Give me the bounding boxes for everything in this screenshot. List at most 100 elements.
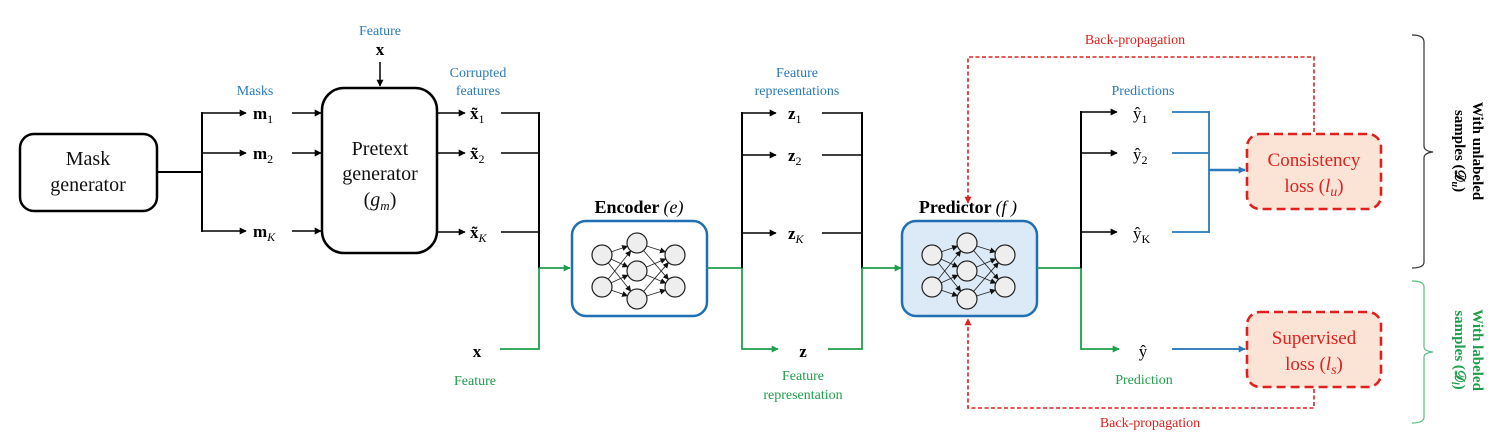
corrupted-var-1: x̃1 [470,104,485,126]
nn-edge [973,262,999,292]
corrupted-label-2: features [456,84,500,99]
consistency-loss-box [1245,132,1383,211]
prediction-var-1: ŷ1 [1133,104,1148,126]
nn-node [956,232,978,254]
nn-edge [611,289,629,297]
prediction-var-2: ŷ2 [1133,145,1148,167]
representation-vars: z1 z2 zK [788,104,805,246]
nn-edge [646,258,667,268]
representation-var-1: z1 [788,104,802,126]
representations-label-1: Feature [776,66,818,81]
nn-edge [937,262,962,292]
labeled-prediction-label: Prediction [1115,373,1173,388]
nn-edge [610,258,629,268]
unlabeled-brace: With unlabeled samples (𝒟u) [1411,34,1485,269]
nn-edge [643,262,669,292]
mask-var-K: mK [253,222,276,244]
nn-edge [973,250,999,280]
nn-edge [940,258,959,268]
labeled-group-label: With labeled samples (𝒟l) [1449,309,1485,391]
supervised-loss-label-1: Supervised [1272,328,1357,349]
nn-node [626,260,648,282]
predictions-to-consistency-wires [1172,111,1246,233]
mask-generator-label-2: generator [50,174,126,196]
supervised-loss-box [1245,310,1383,389]
pretext-label-2: generator [342,163,418,185]
nn-edge [646,274,667,284]
nn-edge [611,245,629,253]
nn-edge [976,258,997,268]
predictions-label: Predictions [1112,84,1175,99]
nn-edge [976,245,997,254]
nn-edge [607,250,632,280]
mask-var-2: m2 [253,144,273,166]
pretext-label-3: (gm) [364,189,397,213]
nn-edge [937,250,962,280]
corrupted-vars: x̃1 x̃2 x̃K [470,104,488,245]
labeled-feature-label: Feature [454,374,496,389]
top-feature-var: x [376,40,385,59]
brace-icon [1411,280,1434,424]
nn-edge [940,274,959,284]
top-feature-label: Feature [359,24,401,39]
pretext-generator-box [320,86,439,255]
labeled-prediction-var: ŷ [1139,342,1148,361]
brace-icon [1411,34,1434,269]
mask-generator-box [18,132,159,213]
representations-label-2: representations [755,84,840,99]
nn-edge [941,245,959,253]
labeled-feature-wire [500,268,540,350]
nn-node [664,244,686,266]
nn-edge [976,288,997,297]
labeled-representation-label-1: Feature [782,369,824,384]
nn-edge [607,262,632,292]
prediction-fanout-wires [1080,108,1118,269]
consistency-loss-label-1: Consistency [1268,150,1361,171]
pretext-to-corrupted-arrows [437,109,466,236]
nn-node [921,276,943,298]
corrupted-label-1: Corrupted [450,66,507,81]
labeled-label-1: With labeled [1469,309,1485,391]
nn-node [921,244,943,266]
mask-var-1: m1 [253,104,273,126]
pretext-generator-block: Pretext generator (gm) [320,86,439,255]
pretext-label-1: Pretext [352,138,409,160]
nn-node [956,288,978,310]
unlabeled-label-2: samples (𝒟u) [1449,110,1467,192]
prediction-var-K: ŷK [1133,224,1151,246]
labeled-brace: With labeled samples (𝒟l) [1411,280,1485,424]
nn-node [591,244,613,266]
nn-edge [941,289,959,297]
unlabeled-group-label: With unlabeled samples (𝒟u) [1449,102,1485,201]
encoder-title: Encoder(e) [595,197,684,218]
representation-merge-wires [822,112,863,269]
mask-vars: m1 m2 mK [253,104,276,244]
labeled-representation-wire [828,268,863,350]
mask-generator-label-1: Mask [66,148,110,170]
nn-node [664,276,686,298]
nn-node [591,276,613,298]
nn-edge [976,274,997,284]
labeled-feature-var: x [473,342,482,361]
nn-edge [646,288,667,297]
backprop-bottom-arrow [964,318,1315,409]
unlabeled-label-1: With unlabeled [1469,102,1485,201]
predictor-title: Predictor(f ) [919,197,1017,218]
nn-edge [610,274,629,284]
nn-edge [643,250,669,280]
representation-var-2: z2 [788,146,802,168]
labeled-representation-arrow [741,268,779,353]
labeled-representation-label-2: representation [763,388,842,403]
backprop-top-arrow [964,56,1315,204]
labeled-label-2: samples (𝒟l) [1449,310,1467,389]
backprop-bottom-label: Back-propagation [1100,416,1200,431]
neural-network-icon [591,232,686,310]
mask-to-pretext-arrows [292,109,322,235]
nn-node [626,232,648,254]
consistency-loss-label-2: loss (lu) [1284,176,1343,200]
representation-var-K: zK [788,224,805,246]
nn-node [956,260,978,282]
corrupted-merge-wires [501,112,540,269]
labeled-prediction-arrow [1080,268,1120,353]
